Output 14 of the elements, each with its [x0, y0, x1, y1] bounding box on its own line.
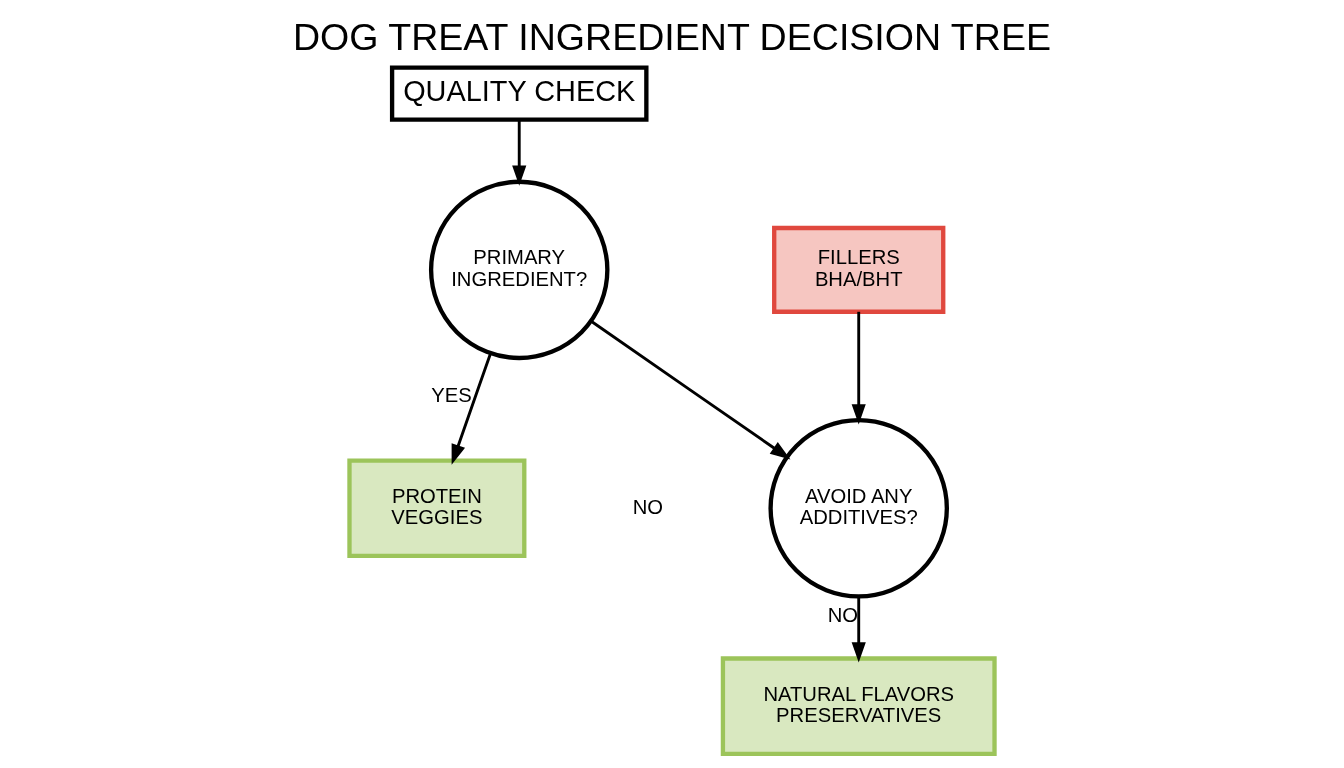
node-box: FILLERS BHA/BHT — [772, 225, 946, 314]
edge-label: YES — [431, 383, 472, 406]
node-box: PROTEIN VEGGIES — [347, 458, 527, 559]
arrow — [451, 353, 492, 465]
arrow — [590, 320, 791, 460]
arrow — [512, 119, 527, 186]
arrow — [851, 311, 866, 425]
label: NO — [632, 495, 663, 518]
node-circle: PRIMARY INGREDIENT? — [428, 179, 610, 361]
diagram-title: DOG TREAT INGREDIENT DECISION TREE — [292, 16, 1052, 58]
node-box: NATURAL FLAVORS PRESERVATIVES — [720, 656, 997, 756]
edge-label: NO — [827, 604, 858, 627]
node-box: QUALITY CHECK — [389, 65, 649, 122]
arrow — [851, 596, 866, 663]
